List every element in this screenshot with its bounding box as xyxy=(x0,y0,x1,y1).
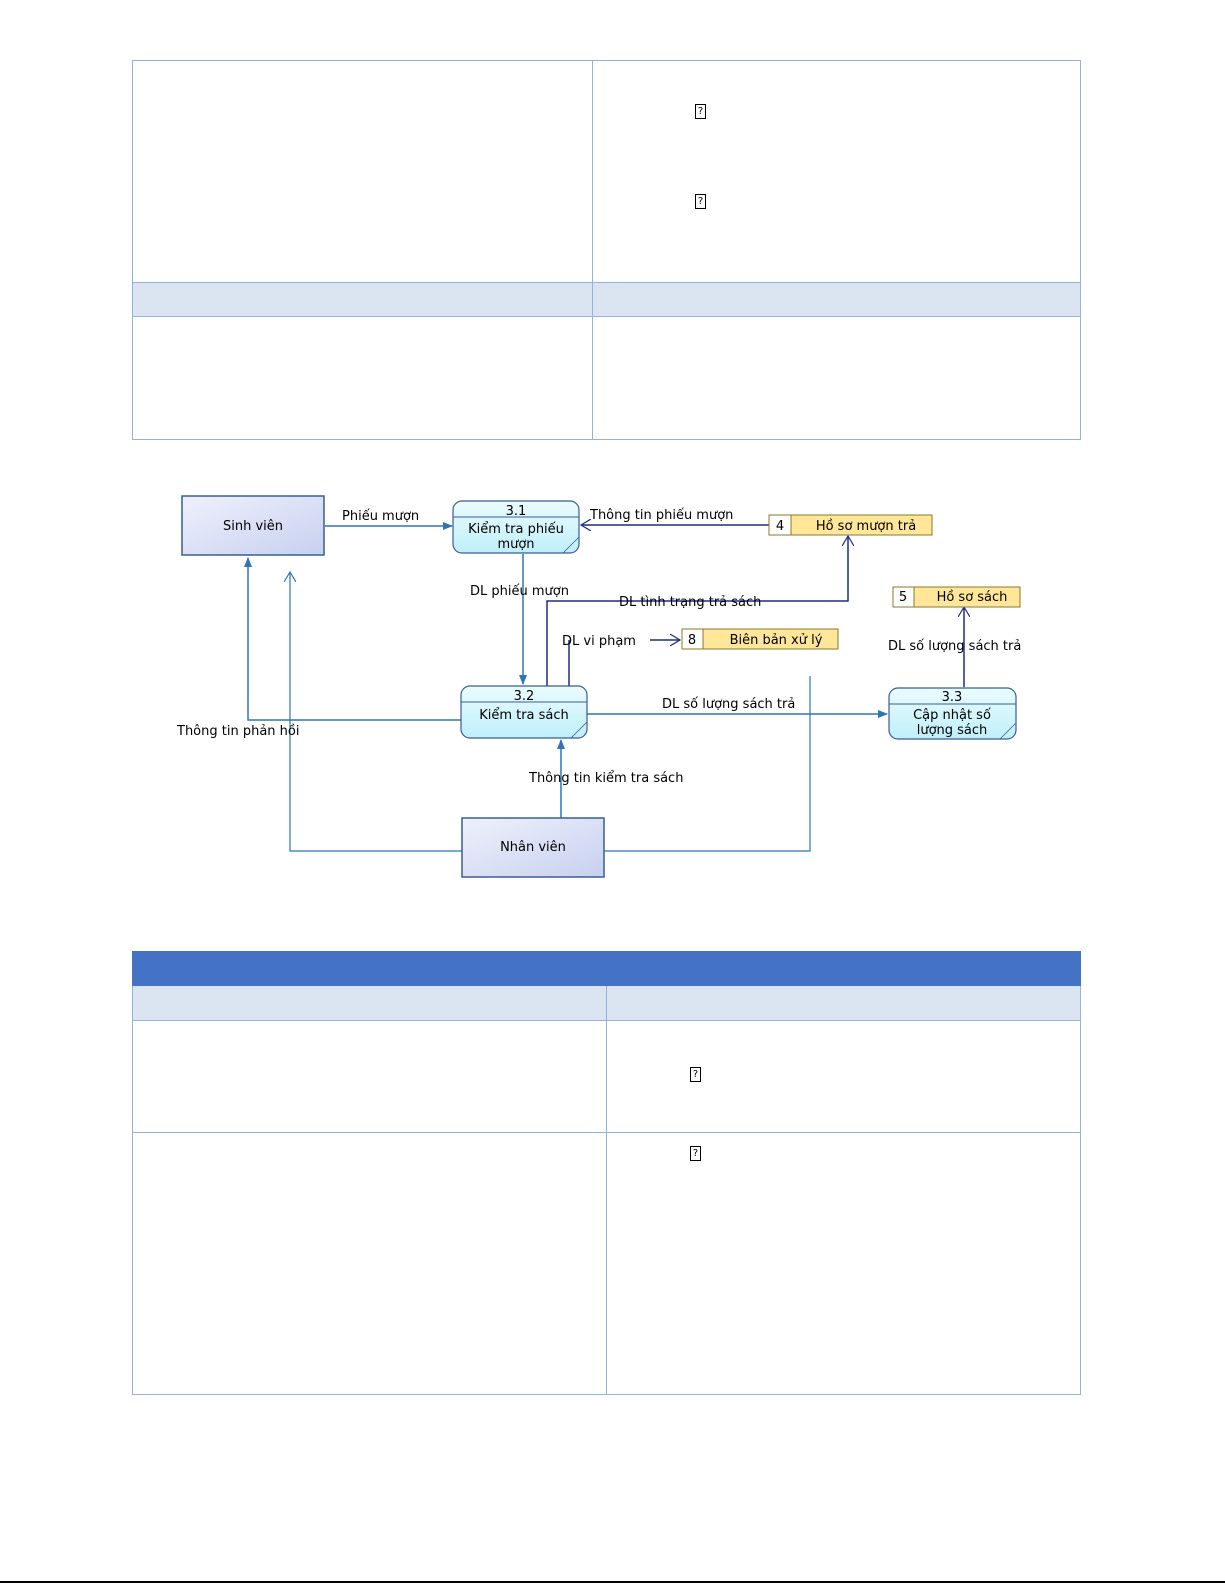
entity-staff-label: Nhân viên xyxy=(500,840,566,855)
data-store-id: 4 xyxy=(776,519,784,534)
flow-label-borrow-slip-info: Thông tin phiếu mượn xyxy=(589,508,733,523)
flow-label-borrow-slip-data: DL phiếu mượn xyxy=(470,584,569,599)
data-flow-diagram: Sinh viên Nhân viên 3.1 Kiểm tra phiếu m… xyxy=(176,495,1021,878)
data-store-name: Hồ sơ sách xyxy=(937,590,1008,605)
data-store-name: Hồ sơ mượn trả xyxy=(816,519,916,534)
process-3-1: 3.1 Kiểm tra phiếu mượn xyxy=(452,500,580,554)
flow-line-return-status xyxy=(546,536,848,686)
top-table-row-divider xyxy=(133,316,1080,317)
top-table-row-divider xyxy=(133,282,1080,283)
entity-staff: Nhân viên xyxy=(461,817,605,878)
flow-label-returned-count: DL số lượng sách trả xyxy=(662,697,795,712)
data-store-5: 5 Hồ sơ sách xyxy=(892,586,1021,608)
data-store-4: 4 Hồ sơ mượn trả xyxy=(768,514,933,536)
process-number: 3.3 xyxy=(942,690,963,705)
process-label: Kiểm tra phiếu xyxy=(468,522,564,537)
missing-glyph-icon: ? xyxy=(690,1067,701,1082)
process-3-3: 3.3 Cập nhật số lượng sách xyxy=(888,687,1017,740)
data-store-name: Biên bản xử lý xyxy=(730,633,823,648)
flow-line-feedback xyxy=(244,557,461,721)
data-store-id: 8 xyxy=(688,633,696,648)
data-store-id: 5 xyxy=(899,590,907,605)
process-label: lượng sách xyxy=(917,723,988,738)
top-table: ? ? xyxy=(132,60,1081,440)
flow-label-return-status: DL tình trạng trả sách xyxy=(619,595,761,610)
process-number: 3.1 xyxy=(506,504,527,519)
flow-label-returned-count-up: DL số lượng sách trả xyxy=(888,639,1021,654)
bottom-table-header xyxy=(132,951,1081,986)
process-label: Kiểm tra sách xyxy=(479,708,569,723)
flow-label-borrow-slip: Phiếu mượn xyxy=(342,509,419,524)
entity-student-label: Sinh viên xyxy=(223,519,283,534)
flow-label-violation: DL vi phạm xyxy=(562,634,636,649)
missing-glyph-icon: ? xyxy=(695,104,706,119)
process-3-2: 3.2 Kiểm tra sách xyxy=(460,685,588,739)
flow-label-book-check: Thông tin kiểm tra sách xyxy=(528,771,683,786)
entity-student: Sinh viên xyxy=(181,495,325,556)
missing-glyph-icon: ? xyxy=(690,1146,701,1161)
page-bottom-rule xyxy=(0,1581,1225,1583)
missing-glyph-icon: ? xyxy=(695,194,706,209)
flow-label-feedback: Thông tin phản hồi xyxy=(176,724,299,739)
data-store-8: 8 Biên bản xử lý xyxy=(681,628,839,650)
process-number: 3.2 xyxy=(514,689,535,704)
top-table-band-row xyxy=(133,282,1080,316)
process-label: Cập nhật số xyxy=(913,708,991,723)
top-table-column-divider xyxy=(592,61,593,439)
bottom-table-column-divider xyxy=(606,986,607,1394)
bottom-table: ? ? xyxy=(132,951,1081,1395)
process-label: mượn xyxy=(497,537,534,552)
